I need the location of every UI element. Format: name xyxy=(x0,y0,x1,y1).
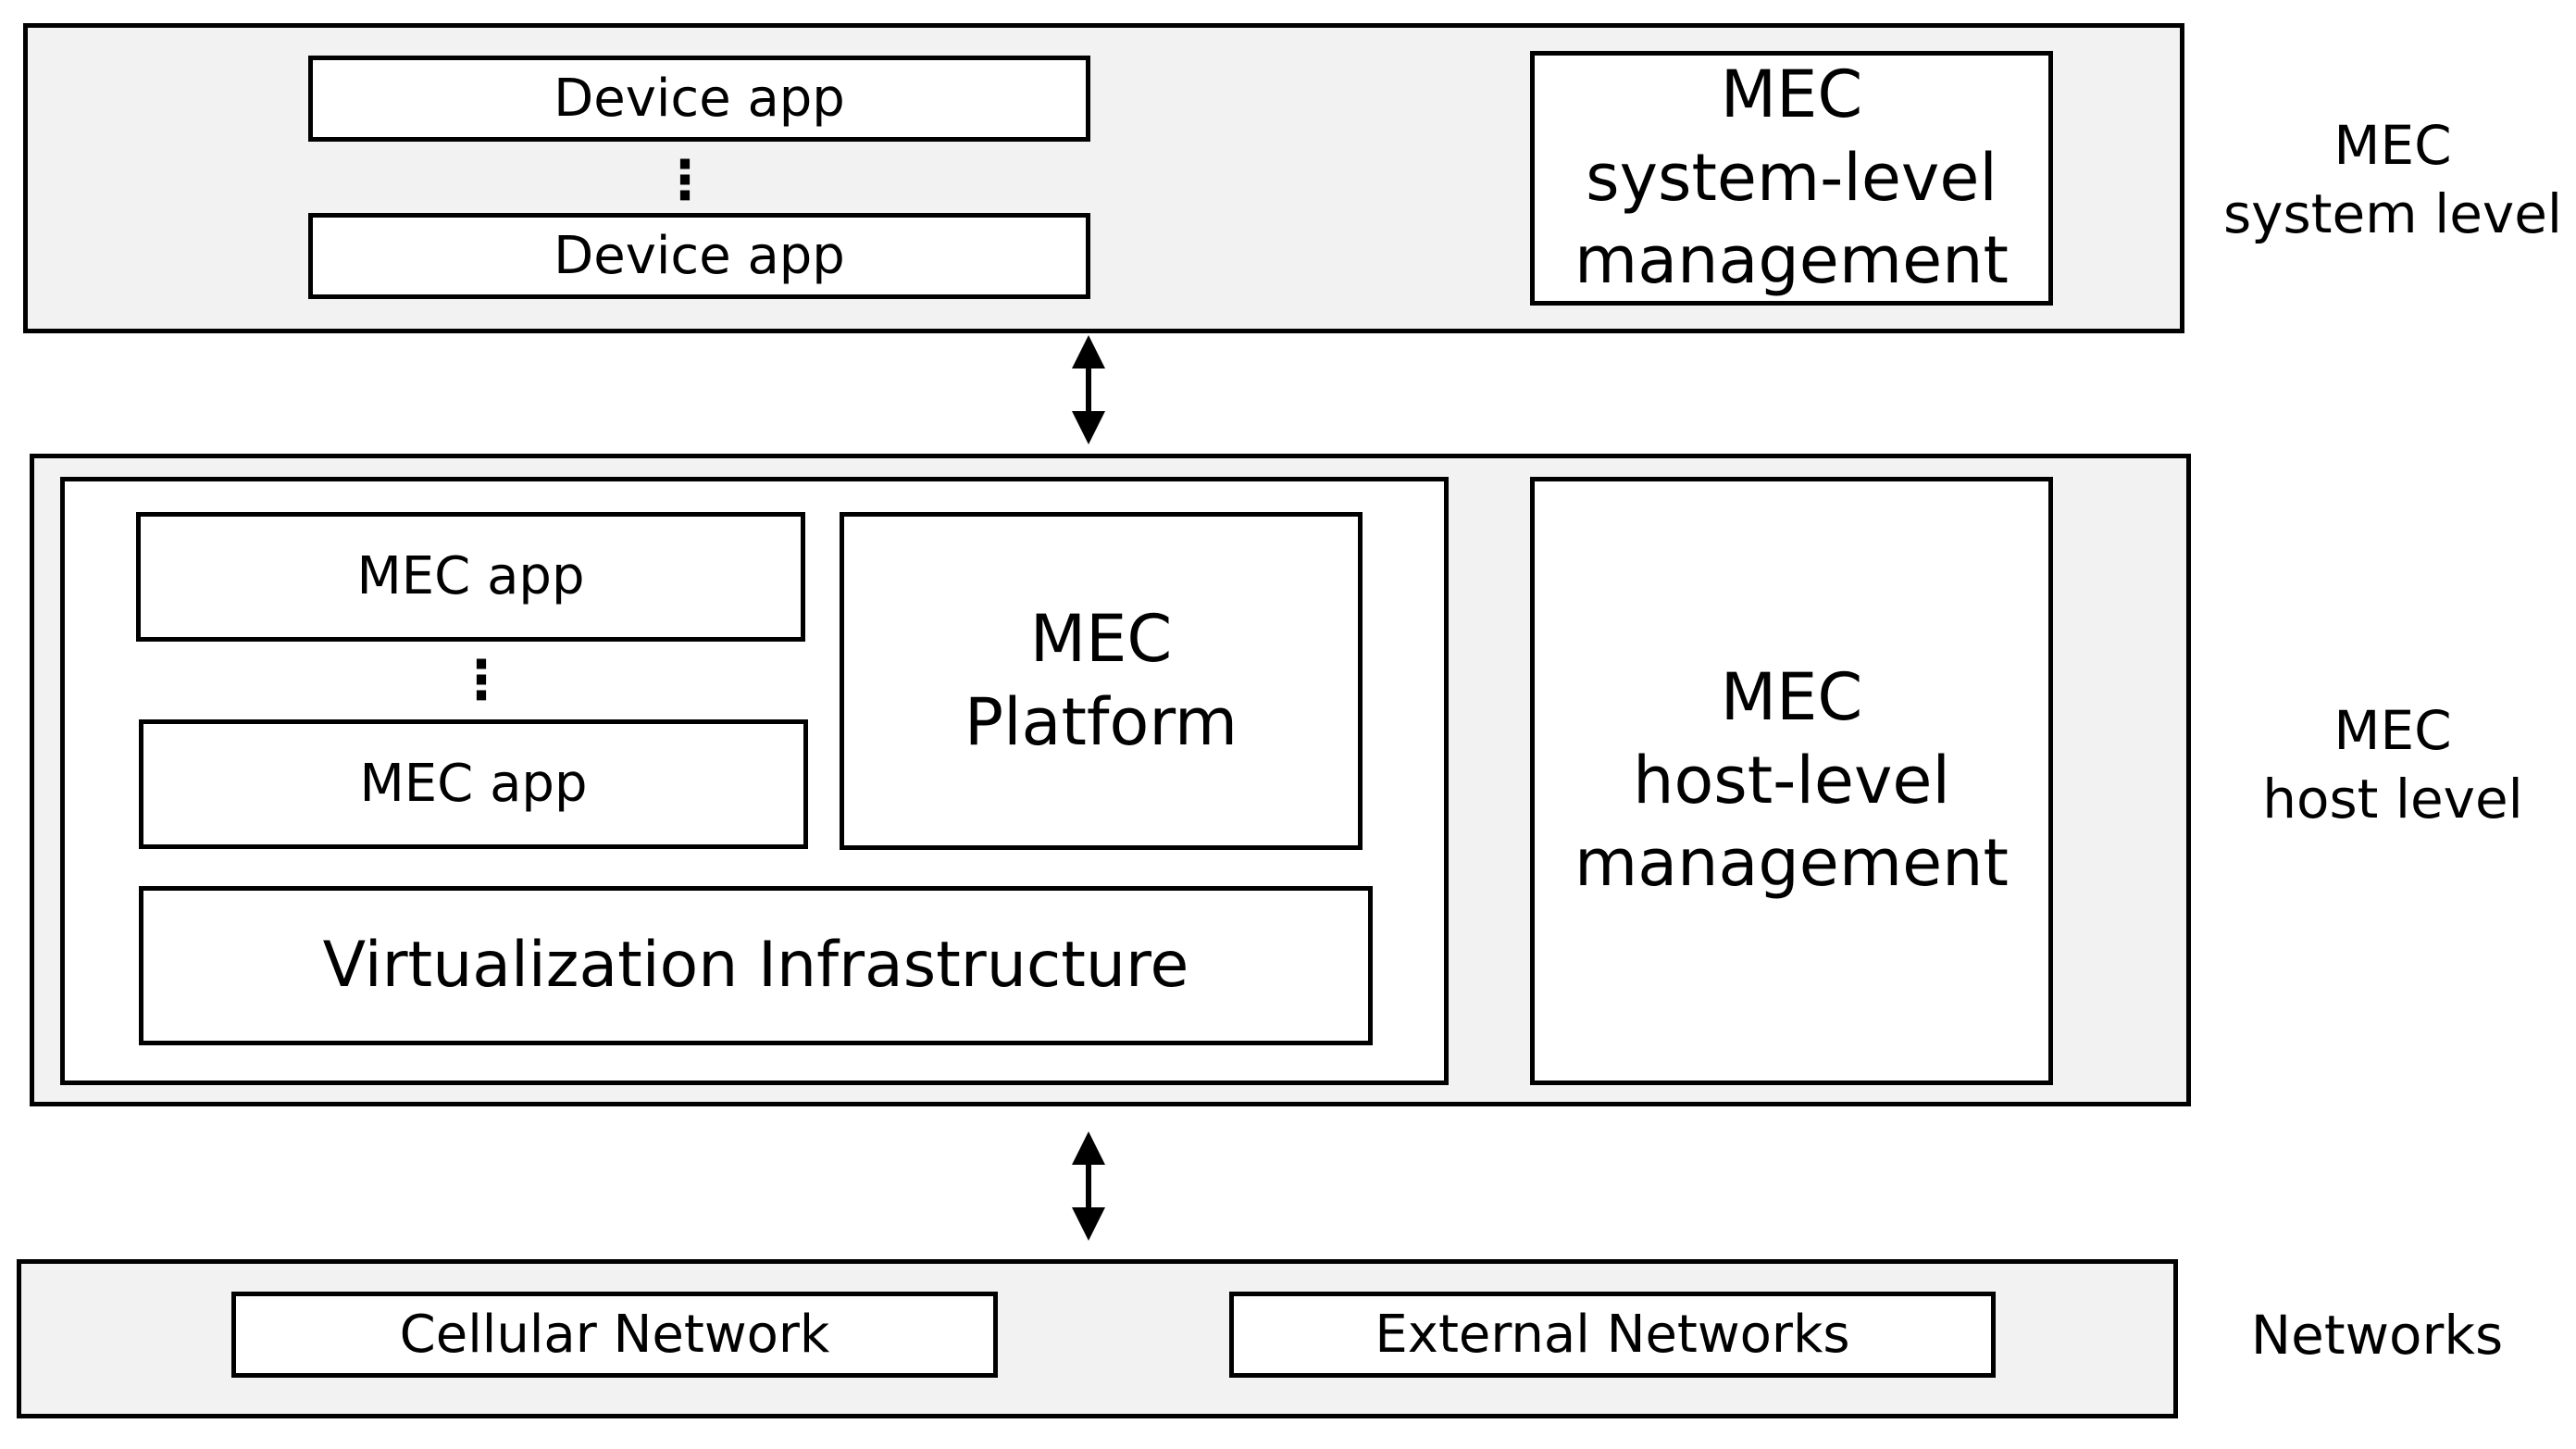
external-networks-label: External Networks xyxy=(1375,1304,1850,1365)
cellular-network-box: Cellular Network xyxy=(231,1292,998,1378)
host-networks-arrow xyxy=(1072,1131,1105,1241)
system-level-management-box: MEC system-level management xyxy=(1530,51,2053,306)
system-host-arrow xyxy=(1072,335,1105,444)
device-app-box-2: Device app xyxy=(308,213,1090,299)
networks-side-label: Networks xyxy=(2201,1301,2553,1369)
device-app-label-2: Device app xyxy=(554,225,845,286)
host-level-side-label: MEC host level xyxy=(2217,696,2569,833)
mec-app-label-2: MEC app xyxy=(359,754,588,815)
host-networks-arrow-head-down xyxy=(1072,1207,1105,1241)
mec-app-box-2: MEC app xyxy=(139,719,808,849)
virtualization-label: Virtualization Infrastructure xyxy=(322,929,1189,1003)
mec-platform-box: MEC Platform xyxy=(840,512,1363,850)
system-host-arrow-head-down xyxy=(1072,411,1105,444)
host-management-line-1: MEC xyxy=(1720,659,1863,736)
device-app-label-1: Device app xyxy=(554,68,845,129)
host-level-label-line-2: host level xyxy=(2262,768,2523,831)
external-networks-box: External Networks xyxy=(1229,1292,1996,1378)
networks-label: Networks xyxy=(2250,1304,2504,1367)
system-level-label-line-2: system level xyxy=(2222,182,2563,246)
system-host-arrow-head-up xyxy=(1072,335,1105,368)
mec-apps-ellipsis: ⋮ xyxy=(454,648,508,711)
platform-line-1: MEC xyxy=(1029,600,1173,677)
host-management-line-2: host-level xyxy=(1633,742,1950,818)
system-management-line-2: system-level xyxy=(1586,139,1997,216)
system-level-label-line-1: MEC xyxy=(2333,114,2452,177)
system-management-line-1: MEC xyxy=(1720,56,1863,133)
device-app-box-1: Device app xyxy=(308,56,1090,142)
virtualization-infrastructure-box: Virtualization Infrastructure xyxy=(139,886,1373,1045)
host-networks-arrow-head-up xyxy=(1072,1131,1105,1165)
host-management-line-3: management xyxy=(1574,825,2009,902)
mec-app-label-1: MEC app xyxy=(356,546,585,607)
host-level-management-box: MEC host-level management xyxy=(1530,477,2053,1085)
host-level-label-line-1: MEC xyxy=(2333,699,2452,762)
system-level-side-label: MEC system level xyxy=(2217,111,2569,248)
cellular-network-label: Cellular Network xyxy=(399,1304,830,1365)
mec-app-box-1: MEC app xyxy=(136,512,805,642)
system-management-line-3: management xyxy=(1574,222,2009,299)
platform-line-2: Platform xyxy=(964,683,1238,760)
device-apps-ellipsis: ⋮ xyxy=(658,148,712,211)
